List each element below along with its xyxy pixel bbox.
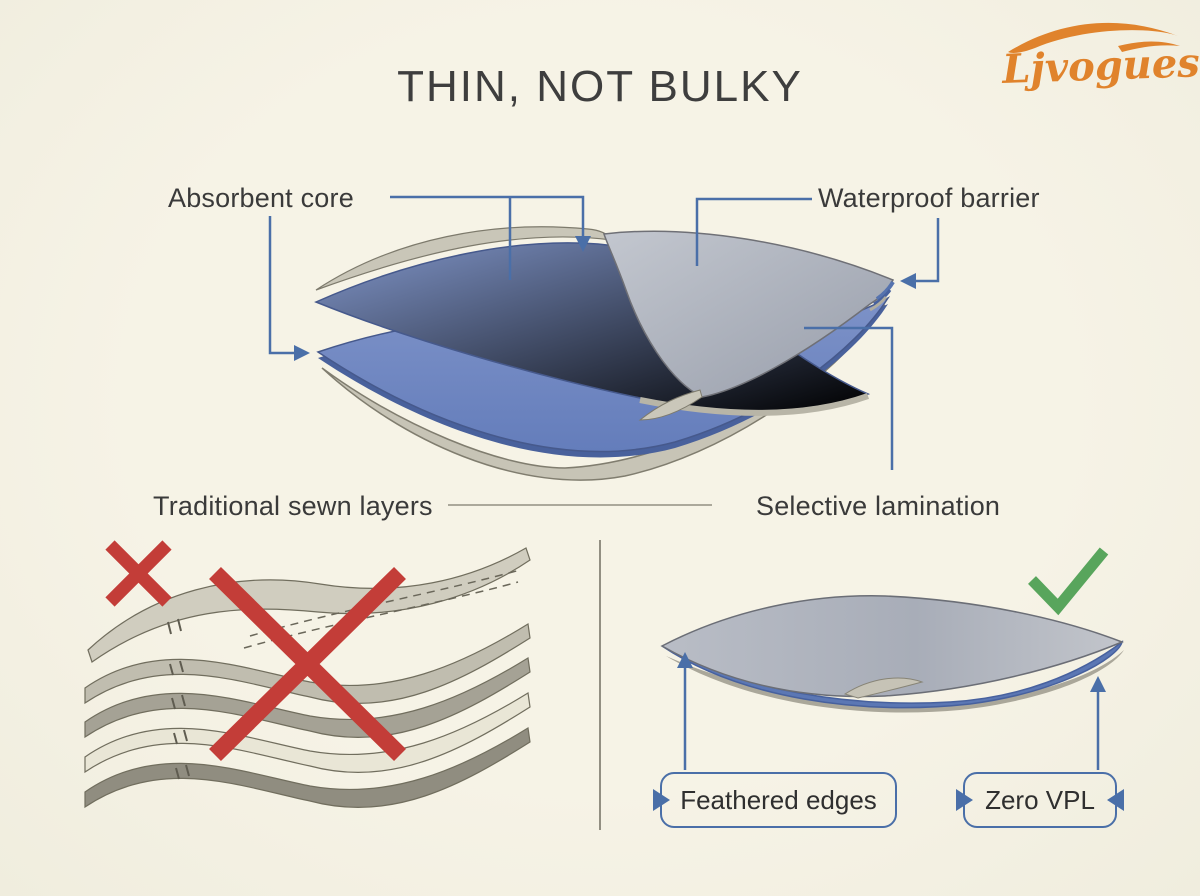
layered-pad-illustration (314, 226, 895, 481)
edge-stitch-ticks (167, 618, 190, 780)
callout-zero-vpl: Zero VPL (956, 772, 1124, 828)
pad-bottom-gray-layer (321, 304, 886, 481)
pad-edge-line-blue2 (873, 289, 892, 306)
label-selective-lamination: Selective lamination (756, 491, 1001, 521)
callout-pointer-icon (956, 789, 973, 811)
stitch-line-2 (243, 581, 519, 649)
stack-layer-3 (84, 657, 531, 739)
leader-arrowheads (294, 236, 916, 361)
pad-edge-line-gray (869, 296, 888, 312)
small-x-icon (105, 540, 172, 607)
callout-pointer-icon (653, 789, 670, 811)
logo-swoosh-icon (1008, 22, 1178, 53)
callout-arrowheads (677, 652, 1106, 692)
callout-feathered-edges: Feathered edges (653, 772, 897, 828)
leader-absorbent-left (268, 216, 294, 355)
pad-curl-corner (638, 389, 703, 421)
arrow-right-icon (294, 345, 310, 361)
arrow-down-icon (575, 236, 591, 252)
brand-logo-text: Ljvogues (1000, 39, 1200, 93)
callout-pointer-icon (1107, 789, 1124, 811)
page-title: THIN, NOT BULKY (397, 62, 803, 111)
callout-zero-vpl-label: Zero VPL (985, 784, 1095, 815)
large-x-icon (209, 566, 406, 762)
label-absorbent-core: Absorbent core (168, 183, 354, 213)
pad-waterproof-layer (602, 230, 895, 398)
leader-selective (804, 326, 894, 470)
label-traditional-sewn-layers: Traditional sewn layers (153, 491, 433, 521)
stack-layer-4 (84, 692, 531, 774)
leader-lines (268, 195, 940, 470)
rejected-x-icon (105, 540, 406, 762)
logo-swoosh-small-icon (1118, 41, 1180, 52)
stitch-line-1 (249, 569, 521, 637)
stack-layer-2 (84, 623, 531, 705)
leader-waterproof-right (916, 218, 940, 283)
label-waterproof-barrier: Waterproof barrier (818, 183, 1040, 213)
stack-layer-5 (84, 727, 531, 809)
arrow-up-icon (677, 652, 693, 668)
sheet-curl (843, 677, 924, 699)
callout-feathered-edges-label: Feathered edges (680, 784, 877, 815)
sheet-gray-top (660, 595, 1125, 698)
laminated-sheet-illustration (660, 595, 1125, 713)
leader-waterproof-left (695, 197, 812, 266)
arrow-left-icon (900, 273, 916, 289)
approved-check-icon (1028, 547, 1109, 616)
arrow-up-icon (1090, 676, 1106, 692)
leader-absorbent-top (390, 195, 585, 238)
callout-arrows (683, 668, 1100, 770)
brand-logo: Ljvogues (1000, 22, 1200, 93)
pad-edge-line-blue (875, 280, 895, 301)
